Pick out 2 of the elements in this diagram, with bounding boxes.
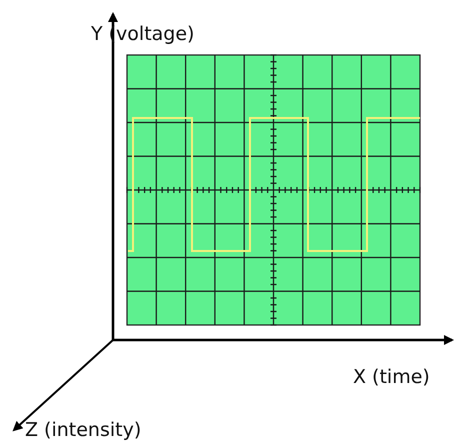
z-axis-label: Z (intensity) bbox=[25, 421, 142, 440]
x-axis-label: X (time) bbox=[353, 368, 430, 387]
